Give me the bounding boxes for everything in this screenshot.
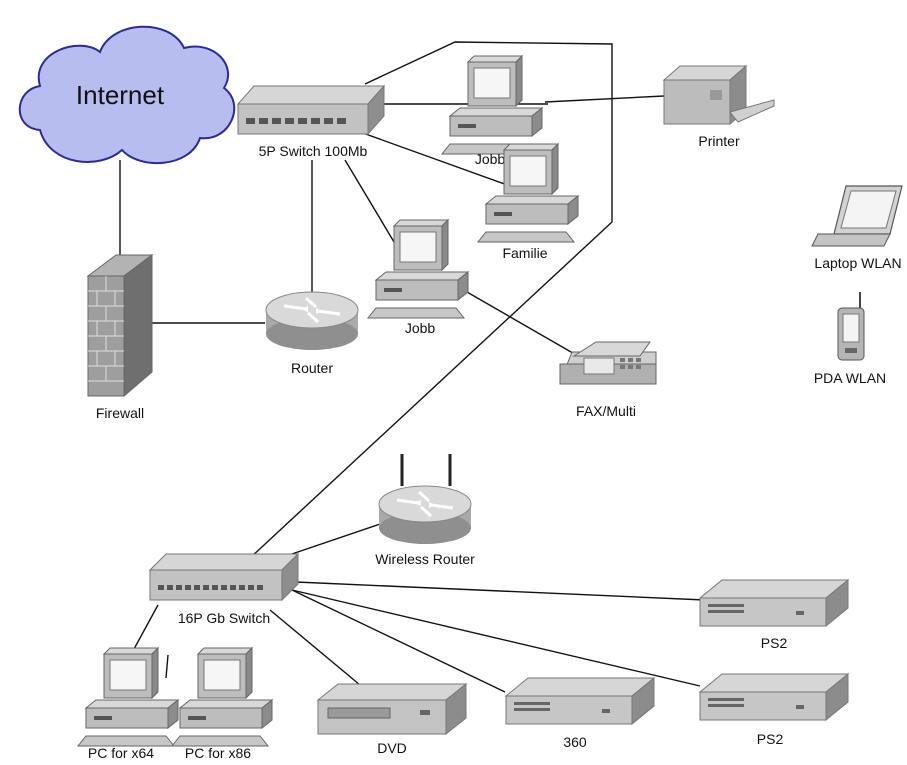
ps2-top-label: PS2 bbox=[761, 635, 788, 651]
pc-familie-label: Familie bbox=[502, 245, 547, 261]
dvd-label: DVD bbox=[377, 740, 407, 756]
connections bbox=[119, 41, 706, 693]
switch-16p-label: 16P Gb Switch bbox=[178, 610, 270, 626]
router: Router bbox=[264, 290, 360, 376]
ps2-bottom: PS2 bbox=[698, 672, 850, 747]
firewall-label: Firewall bbox=[96, 405, 144, 421]
pc-x64-label: PC for x64 bbox=[88, 745, 154, 761]
internet-label: Internet bbox=[76, 80, 165, 110]
switch-5p-label: 5P Switch 100Mb bbox=[259, 143, 368, 159]
xbox-360: 360 bbox=[504, 676, 656, 750]
laptop: Laptop WLAN bbox=[811, 185, 903, 271]
pc-familie: Familie bbox=[477, 143, 579, 261]
pc-jobb-mid-label: Jobb bbox=[405, 320, 436, 336]
pda-label: PDA WLAN bbox=[814, 370, 886, 386]
xbox-360-label: 360 bbox=[563, 734, 587, 750]
printer-label: Printer bbox=[698, 133, 740, 149]
fax-multi: FAX/Multi bbox=[559, 341, 657, 419]
pc-x86: PC for x86 bbox=[171, 647, 273, 761]
fax-label: FAX/Multi bbox=[576, 403, 636, 419]
ps2-top: PS2 bbox=[698, 578, 850, 651]
pda: PDA WLAN bbox=[814, 292, 886, 386]
router-label: Router bbox=[291, 360, 333, 376]
wireless-router: Wireless Router bbox=[375, 454, 475, 567]
dvd: DVD bbox=[316, 682, 468, 756]
switch-16p: 16P Gb Switch bbox=[148, 552, 300, 626]
pc-jobb-mid: Jobb bbox=[367, 219, 469, 336]
switch-5p: 5P Switch 100Mb bbox=[236, 84, 386, 159]
pc-x86-label: PC for x86 bbox=[185, 745, 251, 761]
laptop-label: Laptop WLAN bbox=[814, 255, 901, 271]
printer: Printer bbox=[662, 64, 775, 149]
pc-jobb-top: Jobb bbox=[441, 55, 543, 167]
internet-cloud: Internet bbox=[18, 25, 236, 165]
wireless-router-label: Wireless Router bbox=[375, 551, 475, 567]
pc-x64: PC for x64 bbox=[77, 647, 179, 761]
ps2-bottom-label: PS2 bbox=[757, 731, 784, 747]
pc-jobb-top-label: Jobb bbox=[475, 151, 506, 167]
firewall: Firewall bbox=[86, 254, 154, 421]
